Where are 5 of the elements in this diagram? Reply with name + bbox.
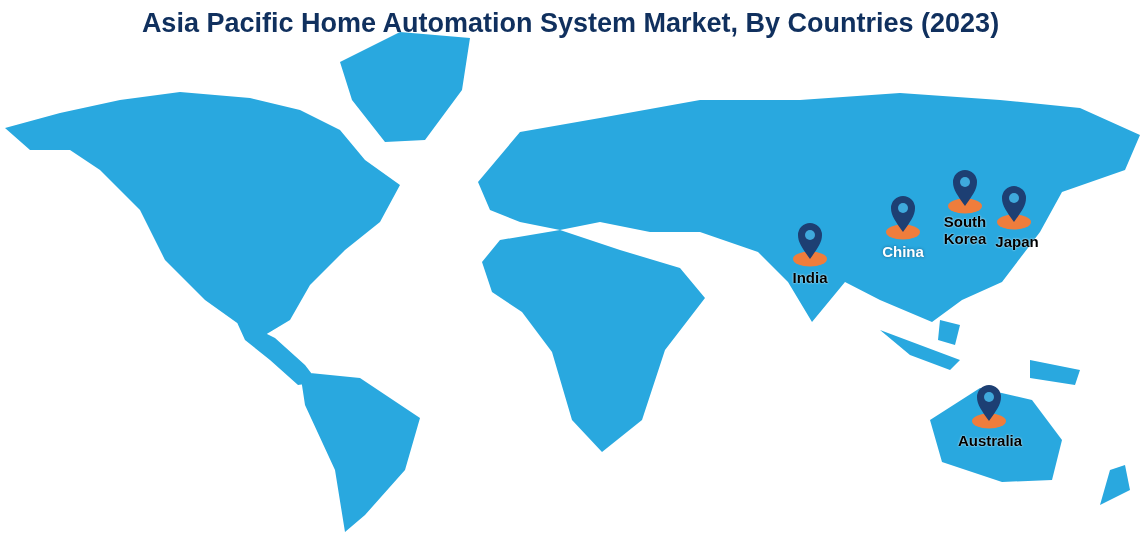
country-label: India [791,269,829,287]
chart-title: Asia Pacific Home Automation System Market, By Countries (2023) [140,8,1001,39]
country-label: Australia [956,432,1024,450]
country-label: South Korea [942,213,988,248]
country-label: China [881,243,925,261]
